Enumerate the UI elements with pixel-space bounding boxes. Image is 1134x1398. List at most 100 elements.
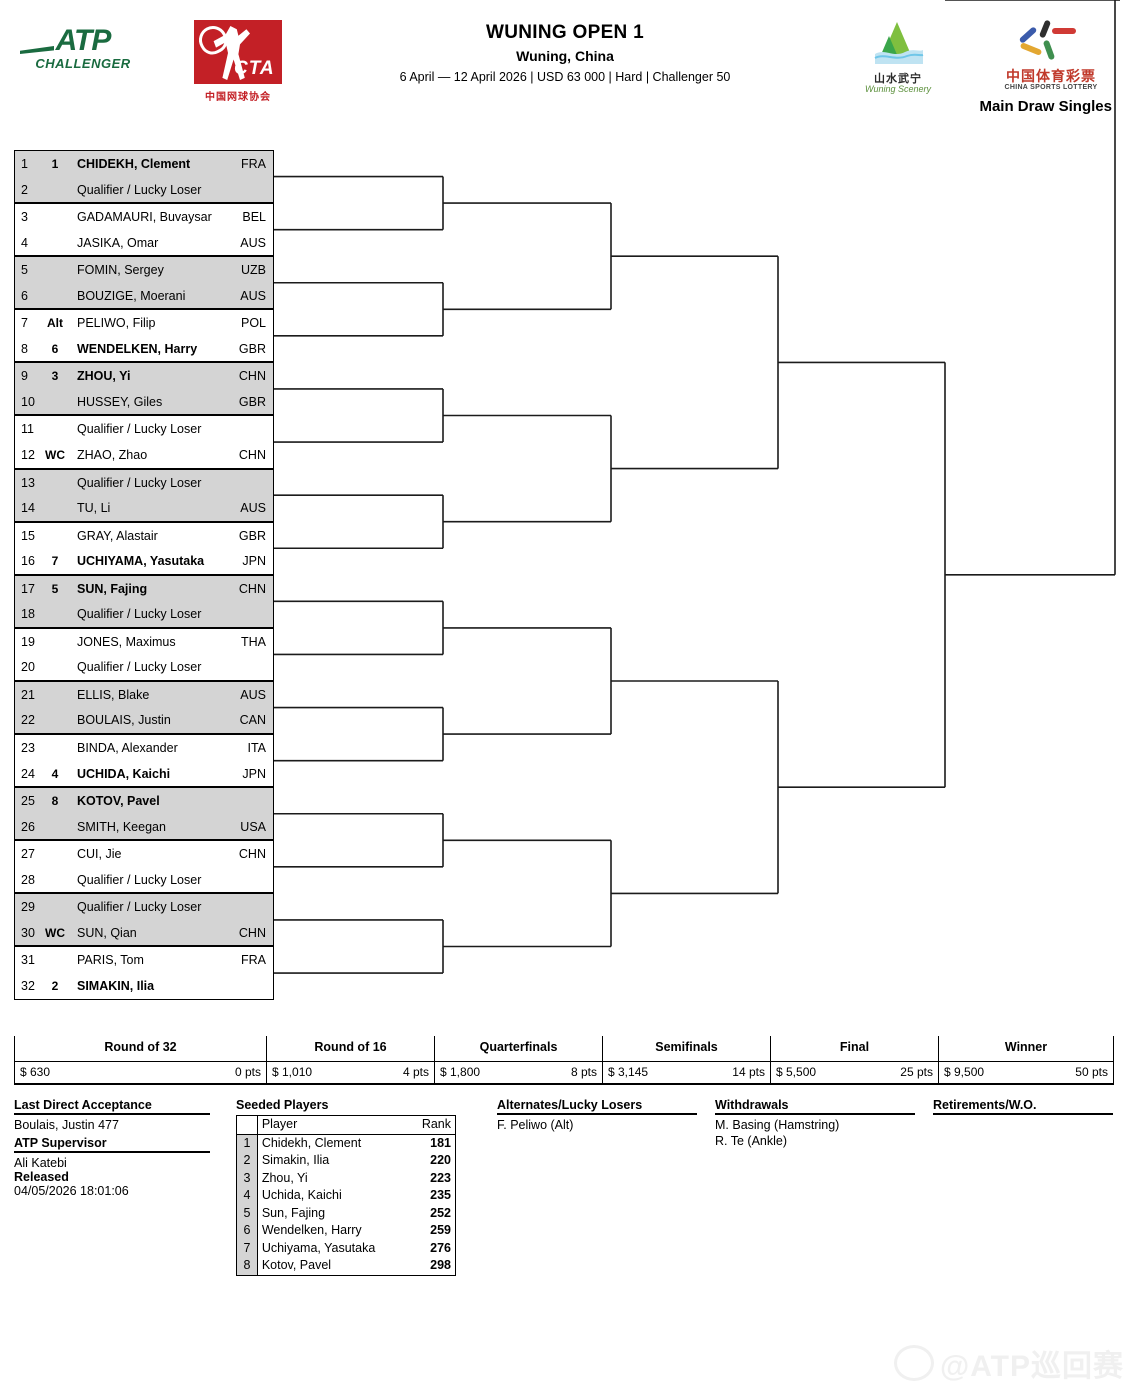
last-direct-acceptance-value: Boulais, Justin 477 [14,1118,119,1132]
retirements-heading: Retirements/W.O. [933,1098,1113,1115]
player-name: ZHOU, Yi [77,369,131,384]
withdrawals-block: Withdrawals M. Basing (Hamstring) R. Te … [715,1098,915,1149]
player-seed-or-status-tag: 8 [51,794,59,809]
player-name: Qualifier / Lucky Loser [77,475,202,490]
player-country-code: CHN [238,448,266,463]
player-seed-or-status-tag: Alt [47,316,63,331]
player-position-number: 32 [21,978,35,993]
last-direct-acceptance-heading: Last Direct Acceptance [14,1098,210,1115]
player-name: JASIKA, Omar [77,235,159,250]
player-seed-or-status-tag: 1 [51,157,59,171]
seed-number: 8 [236,1257,258,1275]
seed-number: 6 [236,1222,258,1240]
player-seed-or-status-tag: 7 [51,554,59,569]
player-country-code: AUS [240,235,266,250]
player-country-code: FRA [241,953,266,968]
watermark-text: @ATP巡回赛 [939,1350,1124,1383]
draw-player-row: 20 Qualifier / Lucky Loser [14,654,274,681]
player-country-code: CHN [238,581,266,596]
player-country-code: GBR [238,528,266,543]
player-name: GRAY, Alastair [77,528,158,543]
player-name: UCHIDA, Kaichi [77,766,171,781]
player-name: TU, Li [77,501,111,516]
tournament-details: 6 April — 12 April 2026 | USD 63 000 | H… [399,70,731,84]
player-country-code: CHN [238,925,266,940]
player-position-number: 4 [21,235,28,250]
seed-player-rank: 252 [430,1205,451,1220]
prize-money-amount: $ 1,010 [272,1065,313,1079]
prize-money-amount: $ 9,500 [944,1065,985,1079]
cta-logo-letters: CTA [234,58,275,79]
player-country-code: AUS [240,288,266,303]
alternates-heading: Alternates/Lucky Losers [497,1098,697,1115]
last-direct-acceptance-block: Last Direct Acceptance Boulais, Justin 4… [14,1098,210,1134]
rank-col-header: Rank [413,1115,456,1135]
player-name: UCHIYAMA, Yasutaka [77,554,205,569]
player-name: SIMAKIN, Ilia [77,978,155,993]
player-position-number: 22 [21,713,35,728]
player-name: Qualifier / Lucky Loser [77,660,202,675]
prize-round-title: Round of 32 [104,1040,177,1054]
withdrawals-heading: Withdrawals [715,1098,915,1115]
player-country-code: CHN [238,847,266,862]
prize-money-amount: $ 1,800 [440,1065,481,1079]
player-country-code: FRA [241,157,266,171]
player-country-code: ITA [247,741,266,756]
atp-challenger-logo: ATP CHALLENGER [18,26,148,78]
seed-number: 4 [236,1187,258,1205]
player-position-number: 1 [21,157,28,171]
seeded-table-header-row: Player Rank [236,1115,456,1135]
tournament-location: Wuning, China [516,48,614,64]
player-position-number: 26 [21,819,35,834]
player-country-code: GBR [238,394,266,409]
player-seed-or-status-tag: WC [45,925,65,940]
released-timestamp: 04/05/2026 18:01:06 [14,1184,129,1198]
prize-round-title: Semifinals [655,1040,718,1054]
prize-round-title: Round of 16 [314,1040,387,1054]
player-country-code: AUS [240,687,266,702]
player-seed-or-status-tag: WC [45,448,65,463]
prize-money-amount: $ 630 [20,1065,51,1079]
seed-player-rank: 276 [430,1240,451,1255]
player-name: HUSSEY, Giles [77,394,163,409]
player-position-number: 11 [21,422,34,437]
player-position-number: 23 [21,741,35,756]
withdrawal-entry: R. Te (Ankle) [715,1133,788,1148]
player-country-code: JPN [242,766,266,781]
player-name: CUI, Jie [77,847,122,862]
seed-col-header [236,1115,258,1135]
china-sports-lottery-logo: 中国体育彩票 CHINA SPORTS LOTTERY [990,18,1112,102]
player-name: GADAMAURI, Buvaysar [77,210,212,225]
prize-round-title: Winner [1004,1040,1048,1054]
seed-player-name: Chidekh, Clement [261,1135,362,1150]
withdrawals-entries: M. Basing (Hamstring) R. Te (Ankle) [715,1118,915,1149]
player-col-header: Player [257,1115,414,1135]
player-position-number: 8 [21,341,28,356]
player-position-number: 20 [21,660,35,675]
lottery-logo-english: CHINA SPORTS LOTTERY [1004,84,1098,91]
withdrawal-entry: M. Basing (Hamstring) [715,1118,840,1132]
